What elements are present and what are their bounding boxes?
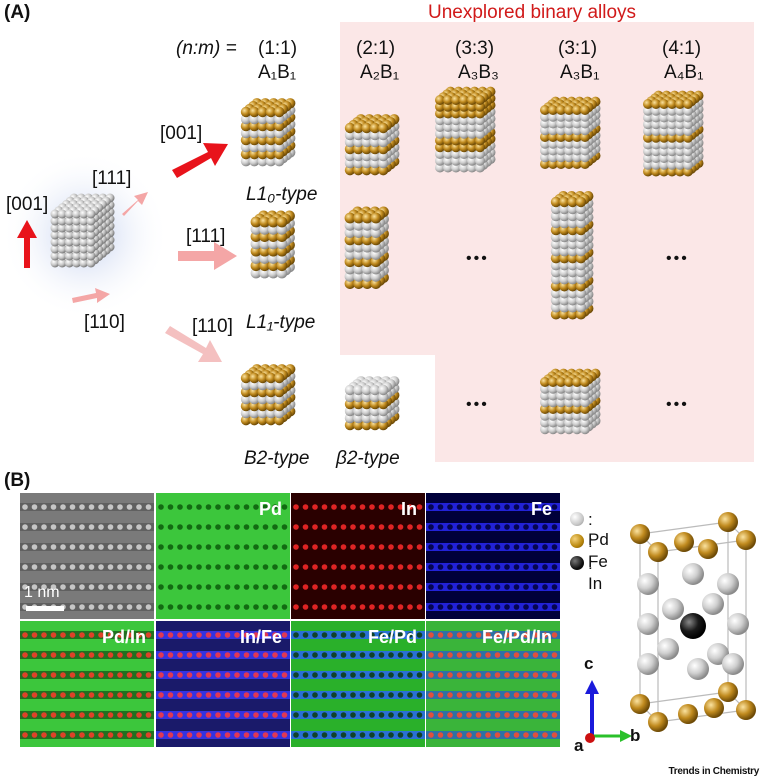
unitcell-fe-atom [736,700,756,720]
crystal-structures [240,86,704,435]
scale-bar-label: 1 nm [24,584,60,601]
formula-a2b1: A₂B₁ [360,62,400,83]
pd-atom-icon [570,512,584,526]
ellipsis-row3-b: ••• [666,396,689,413]
map-label-in-map: In [401,499,417,519]
unitcell-pd-atom [687,658,709,680]
unitcell-fe-atom [648,542,668,562]
unitcell-pd-atom [637,613,659,635]
arrow-111-big [178,242,237,270]
a-axis-dot [585,733,595,743]
unitcell-pd-atom [637,653,659,675]
ratio-label: (n:m) = [176,38,237,59]
unitcell-fe-atom [718,682,738,702]
ellipsis-row2-b: ••• [666,250,689,267]
a2b1-structure [344,114,400,176]
map-label-fe-pd-in-map: Fe/Pd/In [481,627,552,647]
map-label-fe-map: Fe [530,499,552,519]
fe-pd-in-map: Fe/Pd/In [426,621,560,747]
b2-structure [240,364,296,426]
formula-a4b1: A₄B₁ [664,62,704,83]
ratio-2-1: (2:1) [356,38,396,59]
journal-footer: Trends in Chemistry [668,766,760,777]
unexplored-header: Unexplored binary alloys [428,2,637,23]
unitcell-pd-atom [662,598,684,620]
formula-a1b1: A₁B₁ [258,62,297,83]
type-b2: B2-type [244,448,310,469]
unit-cell-model [630,512,756,732]
arrow-001-up [17,220,37,268]
direction-arrows [17,143,237,362]
l10-structure [240,98,296,167]
unitcell-fe-atom [718,512,738,532]
unitcell-pd-atom [657,638,679,660]
ratio-4-1: (4:1) [662,38,702,59]
unitcell-pd-atom [717,573,739,595]
label-001-arrow: [001] [160,123,203,144]
row3-a3b1-structure [540,368,601,435]
ellipsis-row3-a: ••• [466,396,489,413]
pd-map: Pd [156,493,290,619]
label-111-arrow: [111] [186,226,226,247]
unitcell-fe-atom [630,694,650,714]
in-atom-icon [570,556,584,570]
unitcell-fe-atom [648,712,668,732]
label-110-arrow: [110] [192,316,233,337]
in-fe-map: In/Fe [156,621,290,747]
unitcell-pd-atom [637,573,659,595]
unitcell-fe-atom [678,704,698,724]
ellipsis-row2-a: ••• [466,250,489,267]
map-label-pd-in-map: Pd/In [102,627,146,647]
unitcell-fe-atom [630,524,650,544]
axis-c-label: c [584,654,594,673]
axis-a-label: a [574,736,584,755]
a3b1-structure [540,96,601,169]
seed-nanocube [1,151,169,319]
unitcell-pd-atom [682,563,704,585]
l11-structure [250,210,295,279]
a3b3-structure [435,86,496,173]
label-001-left: [001] [6,194,49,215]
l11-a3b1-structure [550,190,594,320]
scale-bar [26,606,64,611]
label-110-left: [110] [84,312,125,333]
beta2-structure [344,376,400,431]
formula-a3b3: A₃B₃ [458,62,499,83]
fe-pd-map: Fe/Pd [291,621,425,747]
fe-map: Fe [426,493,560,619]
unitcell-in-atom [680,613,706,639]
panel-b-label: (B) [4,470,31,491]
axis-b-label: b [630,726,641,745]
map-label-pd-map: Pd [258,499,282,519]
fe-atom-icon [570,534,584,548]
crystal-axes [585,680,632,743]
type-beta2: β2-type [336,448,400,469]
formula-a3b1: A₃B₁ [560,62,600,83]
arrow-110-big [165,326,222,362]
label-111-left: [111] [92,168,132,189]
arrow-111-small [122,192,148,216]
unitcell-fe-atom [674,532,694,552]
arrow-001-big [172,143,228,178]
unitcell-pd-atom [727,613,749,635]
l11-a2b1-structure [344,206,389,290]
type-l11: L1₁-type [246,312,316,333]
unitcell-pd-atom [722,653,744,675]
unitcell-fe-atom [704,698,724,718]
arrow-110-small [72,288,110,303]
unitcell-fe-atom [698,539,718,559]
a4b1-structure [643,90,704,177]
ratio-3-3: (3:3) [455,38,495,59]
in-map: In [291,493,425,619]
pd-in-map: Pd/In [20,621,154,747]
unitcell-fe-atom [736,530,756,550]
unitcell-pd-atom [702,593,724,615]
map-label-fe-pd-map: Fe/Pd [367,627,417,647]
map-label-in-fe-map: In/Fe [239,627,282,647]
ratio-3-1: (3:1) [558,38,598,59]
type-l10: L1₀-type [246,184,318,205]
panel-a-label: (A) [4,2,31,23]
ratio-1-1: (1:1) [258,38,298,59]
